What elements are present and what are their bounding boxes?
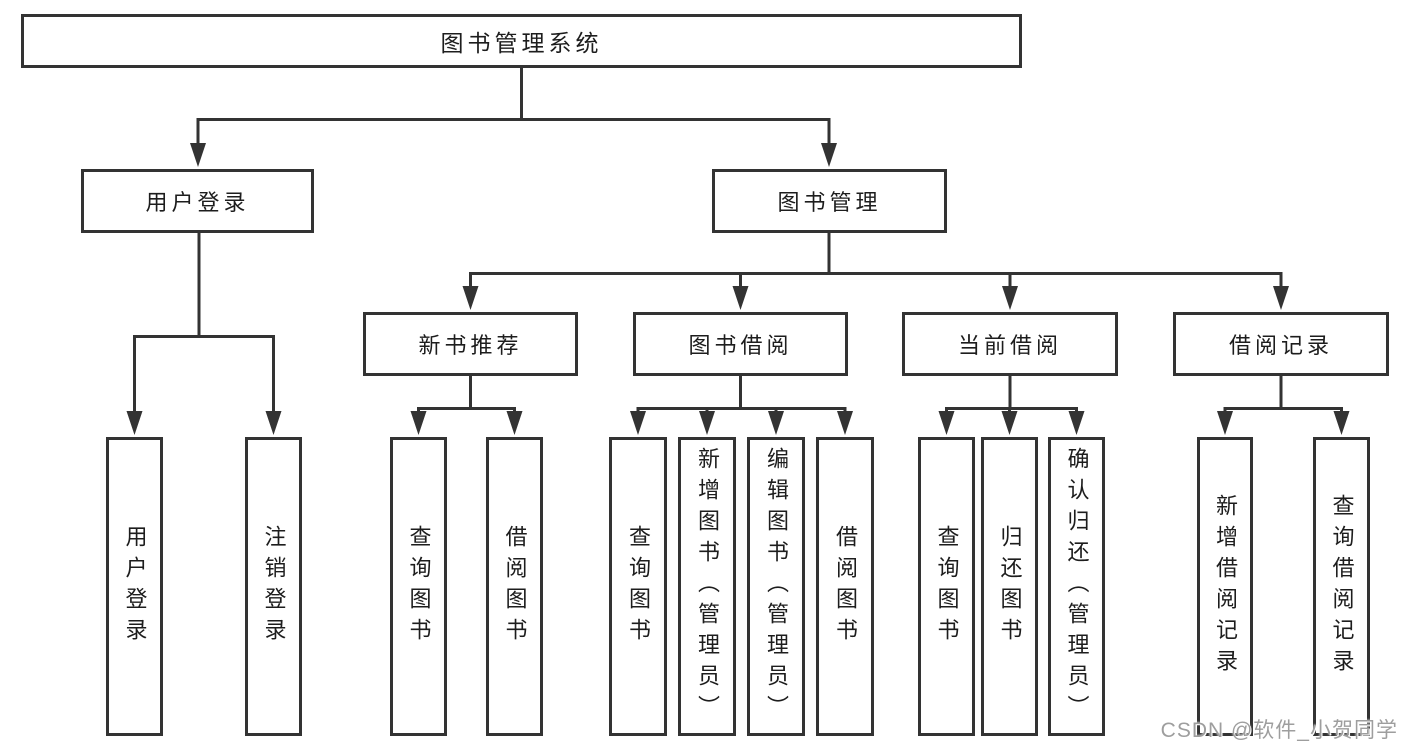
node-book-mgmt: 图书管理 — [712, 169, 947, 233]
node-nb-query: 查询图书 — [390, 437, 447, 736]
node-user-login-label: 用户登录 — [145, 190, 250, 215]
node-bb-add-label: 新增图书（管理员） — [695, 447, 720, 726]
node-br-add-label: 新增借阅记录 — [1213, 493, 1238, 680]
node-cb-return: 归还图书 — [981, 437, 1038, 736]
node-bb-borrow-label: 借阅图书 — [833, 524, 858, 649]
node-cb-query: 查询图书 — [918, 437, 975, 736]
node-user-login: 用户登录 — [81, 169, 314, 233]
node-new-book-label: 新书推荐 — [418, 333, 523, 358]
node-logout-label: 注销登录 — [261, 524, 287, 649]
node-bb-query: 查询图书 — [609, 437, 667, 736]
node-bb-edit-label: 编辑图书（管理员） — [764, 447, 789, 726]
node-cb-return-label: 归还图书 — [997, 524, 1023, 649]
node-book-borrow: 图书借阅 — [633, 312, 848, 376]
node-borrow-record: 借阅记录 — [1173, 312, 1389, 376]
node-current-borrow: 当前借阅 — [902, 312, 1118, 376]
node-logout: 注销登录 — [245, 437, 302, 736]
node-nb-borrow: 借阅图书 — [486, 437, 543, 736]
node-bb-edit: 编辑图书（管理员） — [747, 437, 805, 736]
node-bb-query-label: 查询图书 — [626, 524, 651, 649]
node-new-book: 新书推荐 — [363, 312, 578, 376]
watermark: CSDN @软件_小贺同学 — [1160, 719, 1398, 742]
arrowheads — [126, 143, 1350, 435]
node-nb-query-label: 查询图书 — [406, 524, 432, 649]
node-book-borrow-label: 图书借阅 — [688, 333, 793, 358]
node-br-query: 查询借阅记录 — [1313, 437, 1370, 736]
node-cb-query-label: 查询图书 — [934, 524, 960, 649]
node-br-query-label: 查询借阅记录 — [1329, 493, 1355, 680]
node-login-label: 用户登录 — [122, 524, 148, 649]
node-root: 图书管理系统 — [21, 14, 1022, 68]
node-borrow-record-label: 借阅记录 — [1228, 333, 1333, 358]
node-cb-confirm-label: 确认归还（管理员） — [1064, 447, 1090, 726]
node-bb-borrow: 借阅图书 — [816, 437, 874, 736]
node-cb-confirm: 确认归还（管理员） — [1048, 437, 1105, 736]
node-login: 用户登录 — [106, 437, 163, 736]
node-nb-borrow-label: 借阅图书 — [502, 524, 528, 649]
node-br-add: 新增借阅记录 — [1197, 437, 1253, 736]
node-book-mgmt-label: 图书管理 — [777, 190, 882, 215]
node-current-borrow-label: 当前借阅 — [957, 333, 1062, 358]
node-root-label: 图书管理系统 — [440, 30, 603, 56]
node-bb-add: 新增图书（管理员） — [678, 437, 736, 736]
